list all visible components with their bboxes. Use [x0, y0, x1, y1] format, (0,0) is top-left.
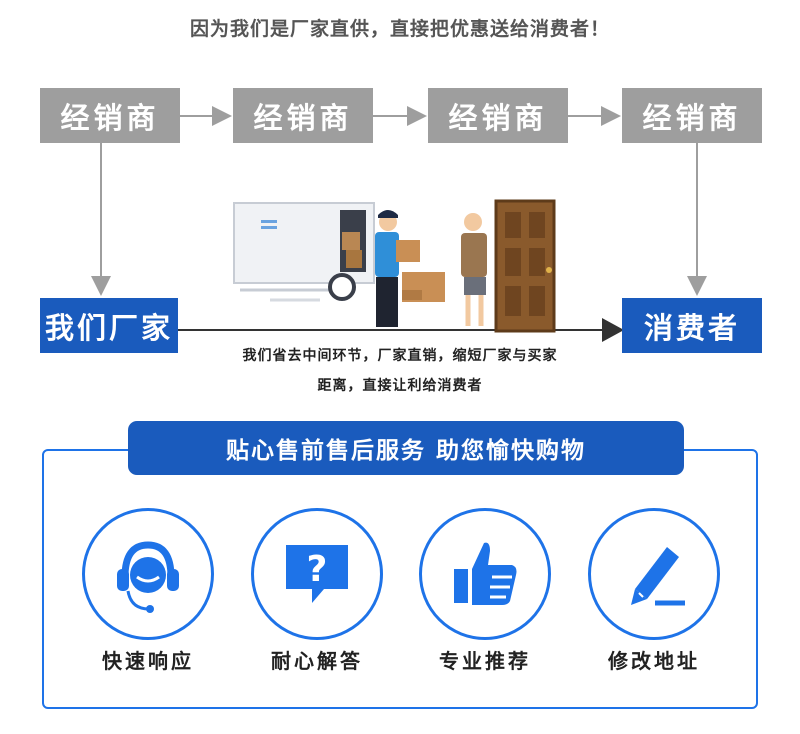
svg-text:?: ?: [307, 549, 328, 590]
parcel-box-small: [402, 290, 422, 300]
service-circle-2: ?: [251, 508, 383, 640]
dealer-box-1: 经销商: [40, 88, 180, 143]
service-label-1: 快速响应: [102, 649, 194, 673]
service-circle-4: [588, 508, 720, 640]
dealer-box-4: 经销商: [622, 88, 762, 143]
service-label-3: 专业推荐: [439, 649, 531, 673]
factory-box: 我们厂家: [40, 298, 178, 353]
page-headline: 因为我们是厂家直供，直接把优惠送给消费者！: [189, 18, 610, 40]
dealer-box-3: 经销商: [428, 88, 568, 143]
headset-agent-icon: [117, 541, 179, 613]
consumer-box: 消费者: [622, 298, 762, 353]
delivery-man-figure: [375, 210, 420, 327]
service-circle-1: [82, 508, 214, 640]
delivery-truck-illustration: [233, 202, 375, 302]
thumbs-up-icon: [454, 542, 517, 605]
question-bubble-icon: ?: [286, 545, 348, 603]
caption-line-1: 我们省去中间环节，厂家直销，缩短厂家与买家: [242, 348, 558, 364]
flow-diagram: [91, 106, 707, 342]
service-label-2: 耐心解答: [271, 649, 363, 673]
service-circle-3: [419, 508, 551, 640]
service-label-4: 修改地址: [608, 649, 700, 673]
services-title: 贴心售前售后服务 助您愉快购物: [128, 421, 684, 475]
direct-arrow-head: [602, 318, 624, 342]
caption-line-2: 距离，直接让利给消费者: [317, 378, 483, 394]
customer-figure: [461, 213, 487, 326]
pencil-edit-icon: [631, 547, 685, 606]
dealer-box-2: 经销商: [233, 88, 373, 143]
door-illustration: [494, 199, 556, 333]
